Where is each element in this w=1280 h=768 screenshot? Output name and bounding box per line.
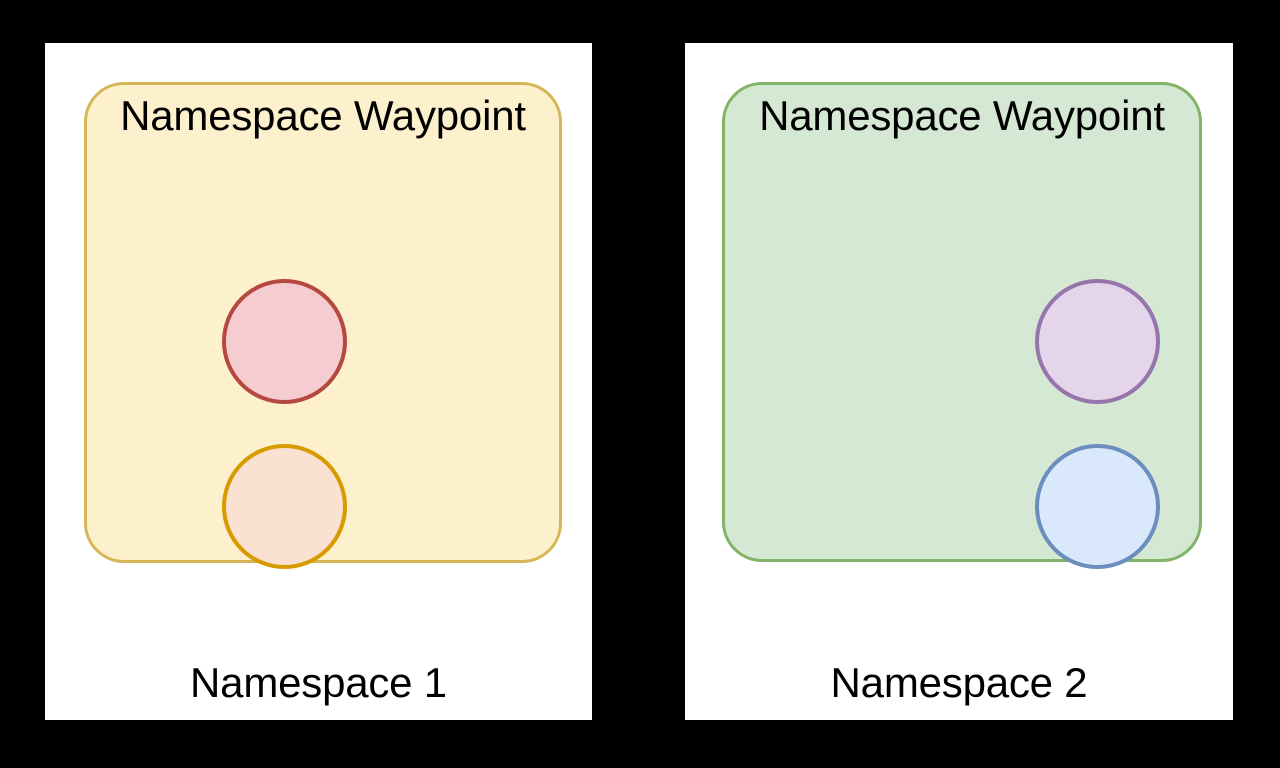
- pod-circle-red: [222, 279, 347, 404]
- namespace-card-1: Namespace Waypoint Namespace 1: [45, 43, 592, 720]
- namespace-card-2: Namespace Waypoint Namespace 2: [685, 43, 1233, 720]
- pod-circle-purple: [1035, 279, 1160, 404]
- namespace-label-2: Namespace 2: [830, 659, 1088, 706]
- namespace-waypoint-title-1: Namespace Waypoint: [120, 92, 526, 139]
- pod-circle-orange: [222, 444, 347, 569]
- pod-circle-blue: [1035, 444, 1160, 569]
- namespace-label-1: Namespace 1: [190, 659, 447, 706]
- namespace-waypoint-title-2: Namespace Waypoint: [759, 92, 1165, 139]
- namespace-waypoint-boundary-2: Namespace Waypoint: [722, 82, 1202, 569]
- namespace-waypoint-boundary-1: Namespace Waypoint: [84, 82, 562, 569]
